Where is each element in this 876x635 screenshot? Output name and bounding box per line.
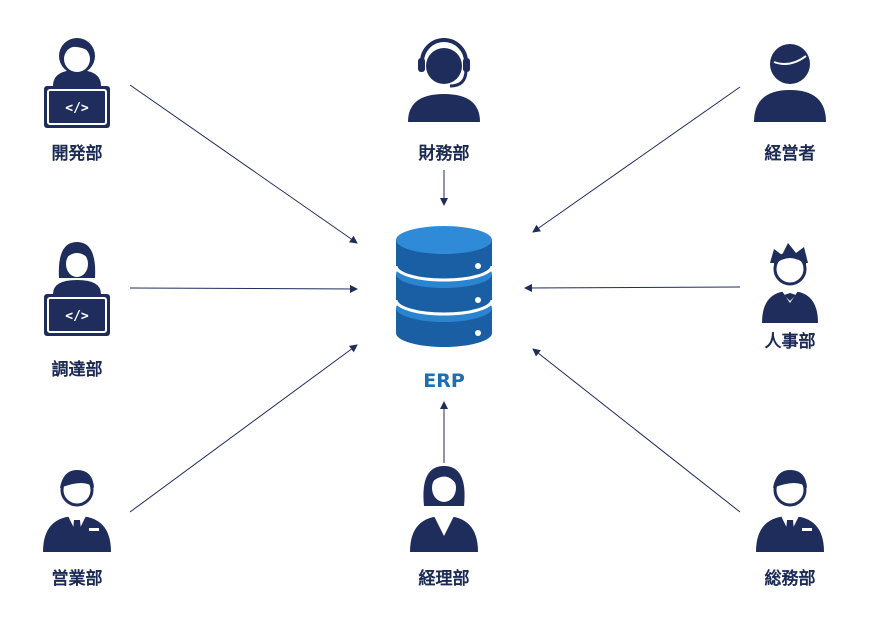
businessman-icon [43, 470, 111, 552]
headset-operator-icon [408, 38, 480, 122]
arrow-management [532, 86, 741, 233]
developer-icon: </> [44, 38, 110, 128]
label-procurement: 調達部 [52, 359, 103, 380]
developer-female-icon: </> [44, 242, 110, 336]
arrow-sales [129, 344, 358, 513]
label-general-affairs: 総務部 [765, 568, 816, 589]
executive-icon [754, 44, 826, 122]
arrow-general-affairs [532, 348, 741, 513]
svg-text:</>: </> [65, 101, 89, 116]
label-development: 開発部 [52, 143, 103, 164]
arrows [129, 84, 741, 513]
arrow-procurement [129, 284, 358, 293]
erp-label: ERP [423, 370, 465, 392]
label-management: 経営者 [765, 143, 816, 164]
arrow-hr [524, 283, 741, 292]
businesswoman-icon [410, 466, 478, 552]
label-sales: 営業部 [52, 568, 103, 589]
arrow-development [129, 84, 358, 244]
database-icon [394, 226, 494, 347]
label-hr: 人事部 [765, 331, 816, 352]
businessman-icon [756, 470, 824, 552]
svg-text:</>: </> [65, 309, 89, 324]
label-accounting: 経理部 [419, 568, 470, 589]
hr-staff-icon [762, 243, 818, 323]
label-finance: 財務部 [418, 143, 470, 164]
